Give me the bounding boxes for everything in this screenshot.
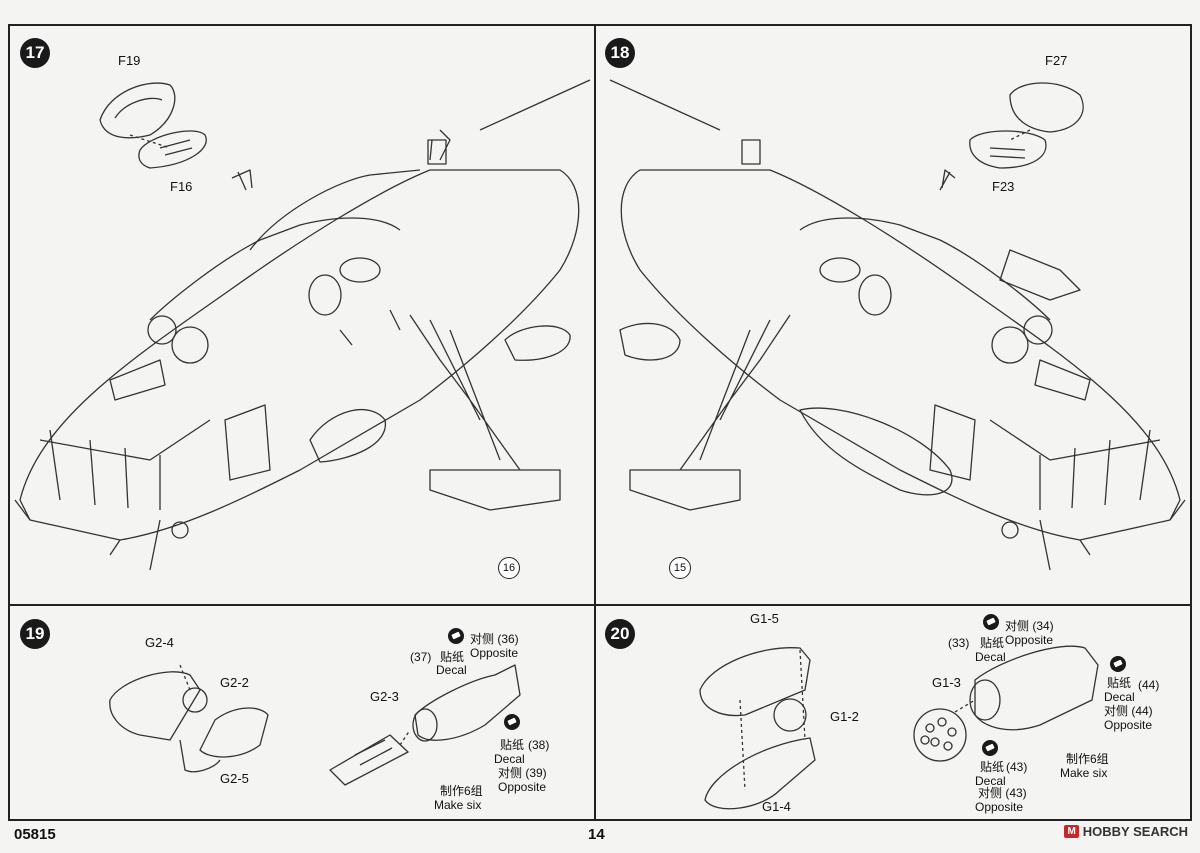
helicopter-left-illustration	[14, 79, 591, 571]
watermark-logo-icon: M	[1064, 825, 1079, 838]
make-six-cn: 制作6组	[1066, 752, 1109, 766]
decal-label: Decal	[975, 774, 1006, 788]
decal-cn-label: 贴纸	[980, 636, 1005, 650]
decal-opposite-number: 对侧 (43)	[978, 786, 1027, 800]
decal-number: (44)	[1138, 678, 1160, 692]
decal-opposite-label: Opposite	[1104, 718, 1153, 732]
decal-cn-label: 贴纸	[1107, 676, 1132, 690]
decal-opposite-number: 对侧 (34)	[1005, 619, 1054, 633]
decal-number: (33)	[948, 636, 970, 650]
decal-number: (38)	[528, 738, 550, 752]
page-frame	[8, 24, 1192, 821]
step-number-19: 19	[20, 619, 50, 649]
step-number-17: 17	[20, 38, 50, 68]
part-label-g2-4: G2-4	[145, 635, 174, 650]
decal-number: (43)	[1006, 760, 1028, 774]
part-label-f23: F23	[992, 179, 1015, 194]
step-number-18: 18	[605, 38, 635, 68]
decal-icon	[982, 740, 998, 756]
part-label-g2-2: G2-2	[220, 675, 249, 690]
decal-opposite-number: 对侧 (36)	[470, 632, 519, 646]
decal-icon	[448, 628, 464, 644]
part-f27-f23-illustration	[969, 82, 1084, 169]
rocket-pod-step19-illustration	[109, 664, 521, 786]
decal-opposite-label: Opposite	[1005, 633, 1054, 647]
watermark-brand: HOBBY SEARCH	[1082, 824, 1188, 839]
part-label-f27: F27	[1045, 53, 1068, 68]
decal-icon	[504, 714, 520, 730]
part-label-g2-5: G2-5	[220, 771, 249, 786]
part-f19-f16-illustration	[99, 82, 207, 169]
middle-divider	[8, 604, 1192, 606]
center-divider-bottom	[594, 604, 596, 821]
decal-label: Decal	[494, 752, 525, 766]
decal-opposite-number: 对侧 (44)	[1104, 704, 1153, 718]
decal-opposite-label: Opposite	[470, 646, 519, 660]
page-number: 14	[588, 826, 605, 843]
make-six-label: Make six	[434, 798, 482, 812]
part-label-g1-5: G1-5	[750, 611, 779, 626]
decal-icon	[1110, 656, 1126, 672]
decal-label: Decal	[436, 663, 467, 677]
decal-opposite-number: 对侧 (39)	[498, 766, 547, 780]
decal-opposite-label: Opposite	[975, 800, 1024, 814]
part-label-g1-3: G1-3	[932, 675, 961, 690]
callout-15: 15	[669, 557, 691, 579]
center-divider-top	[594, 24, 596, 606]
decal-cn-label: 贴纸	[500, 738, 525, 752]
make-six-cn: 制作6组	[440, 784, 483, 798]
make-six-label: Make six	[1060, 766, 1108, 780]
decal-label: Decal	[1104, 690, 1135, 704]
decal-cn-label: 贴纸	[440, 650, 465, 664]
arrow-hatch-left	[231, 169, 253, 191]
part-label-g2-3: G2-3	[370, 689, 399, 704]
decal-cn-label: 贴纸	[980, 760, 1005, 774]
helicopter-right-illustration	[609, 79, 1186, 571]
part-label-g1-2: G1-2	[830, 709, 859, 724]
kit-code: 05815	[14, 826, 56, 843]
decal-number: (37)	[410, 650, 432, 664]
callout-16: 16	[498, 557, 520, 579]
rocket-pod-step20-illustration	[699, 645, 1099, 810]
part-label-g1-4: G1-4	[762, 799, 791, 814]
step-number-20: 20	[605, 619, 635, 649]
watermark: M HOBBY SEARCH	[1064, 824, 1188, 839]
part-label-f16: F16	[170, 179, 193, 194]
decal-label: Decal	[975, 650, 1006, 664]
part-label-f19: F19	[118, 53, 141, 68]
decal-icon	[983, 614, 999, 630]
arrow-hatch-right	[939, 169, 956, 191]
decal-opposite-label: Opposite	[498, 780, 547, 794]
